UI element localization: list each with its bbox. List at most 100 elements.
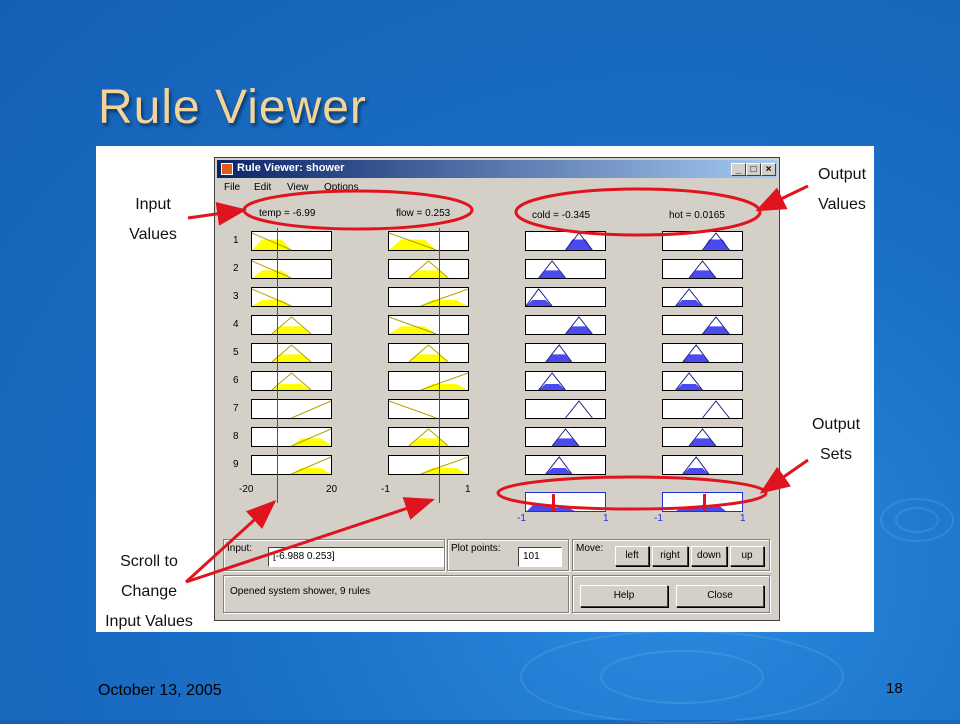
hot-axis-min: -1 (654, 513, 663, 524)
cold-mf-plot (525, 259, 606, 279)
scroll-arrow-flow (185, 497, 435, 584)
callout-line: Scroll to (120, 553, 178, 570)
hot-axis-max: 1 (740, 513, 746, 524)
menu-file[interactable]: File (224, 182, 241, 193)
input-label: Input: (227, 543, 253, 554)
callout-line: Output (817, 166, 867, 183)
slide-date: October 13, 2005 (98, 682, 222, 699)
callout-scroll: Scroll to Change Input Values (96, 547, 202, 637)
cold-mf-plot (525, 455, 606, 475)
temp-value-header: temp = -6.99 (259, 208, 316, 219)
cold-mf-plot (525, 287, 606, 307)
callout-line: Input (135, 196, 171, 213)
temp-mf-plot (251, 427, 332, 447)
rule-plot-area: temp = -6.99 flow = 0.253 cold = -0.345 … (218, 198, 776, 524)
input-vector-field[interactable]: [-6.988 0.253] (268, 547, 444, 567)
menu-edit[interactable]: Edit (254, 182, 272, 193)
menu-options[interactable]: Options (324, 182, 359, 193)
flow-value-header: flow = 0.253 (396, 208, 451, 219)
temp-mf-plot (251, 455, 332, 475)
rule-viewer-window: Rule Viewer: shower _ □ × File Edit View… (214, 157, 780, 621)
cold-axis-max: 1 (603, 513, 609, 524)
slide-title: Rule Viewer (98, 81, 367, 134)
flow-mf-plot (388, 315, 469, 335)
slide-page-number: 18 (886, 680, 903, 697)
flow-mf-plot (388, 427, 469, 447)
temp-input-marker[interactable] (277, 228, 279, 503)
output-values-arrow (755, 184, 809, 212)
temp-mf-plot (251, 231, 332, 251)
flow-mf-plot (388, 399, 469, 419)
hot-value-header: hot = 0.0165 (669, 210, 725, 221)
cold-mf-plot (525, 371, 606, 391)
rule-number: 4 (233, 319, 239, 330)
rule-number: 6 (233, 375, 239, 386)
temp-mf-plot (251, 259, 332, 279)
hot-mf-plot (662, 259, 743, 279)
minimize-button[interactable]: _ (731, 163, 746, 176)
move-label: Move: (576, 543, 604, 554)
ripple-decoration (895, 507, 939, 533)
menu-bar: File Edit View Options (217, 180, 777, 196)
move-right-button[interactable]: right (652, 546, 688, 566)
flow-mf-plot (388, 287, 469, 307)
window-title: Rule Viewer: shower (237, 162, 345, 174)
plot-points-panel: Plot points: 101 (447, 539, 569, 571)
temp-mf-plot (251, 343, 332, 363)
temp-axis-max: 20 (326, 484, 338, 495)
input-values-arrow (187, 201, 247, 226)
callout-output-sets: Output Sets (802, 410, 870, 470)
maximize-button[interactable]: □ (746, 163, 761, 176)
menu-view[interactable]: View (287, 182, 309, 193)
callout-line: Values (818, 196, 866, 213)
temp-mf-plot (251, 399, 332, 419)
move-left-button[interactable]: left (615, 546, 649, 566)
status-message: Opened system shower, 9 rules (230, 586, 371, 597)
output-sets-highlight (496, 475, 768, 511)
output-sets-arrow (759, 458, 809, 494)
hot-mf-plot (662, 315, 743, 335)
status-panel: Opened system shower, 9 rules (223, 575, 569, 613)
close-button[interactable]: Close (676, 585, 764, 607)
matlab-app-icon (221, 163, 233, 175)
plot-points-label: Plot points: (451, 543, 501, 554)
flow-axis-min: -1 (381, 484, 390, 495)
ripple-decoration (600, 650, 764, 704)
flow-input-marker[interactable] (438, 228, 440, 503)
move-down-button[interactable]: down (691, 546, 727, 566)
hot-mf-plot (662, 455, 743, 475)
callout-line: Values (129, 226, 177, 243)
close-window-button[interactable]: × (761, 163, 776, 176)
output-values-highlight (514, 187, 762, 237)
rule-number: 7 (233, 403, 239, 414)
callout-line: Sets (819, 446, 852, 463)
hot-mf-plot (662, 427, 743, 447)
temp-axis-min: -20 (239, 484, 254, 495)
hot-mf-plot (662, 399, 743, 419)
input-values-highlight (242, 189, 474, 231)
cold-mf-plot (525, 315, 606, 335)
callout-line: Output (811, 416, 861, 433)
rule-number: 2 (233, 263, 239, 274)
temp-mf-plot (251, 287, 332, 307)
move-panel: Move: left right down up (572, 539, 770, 571)
plot-points-field[interactable]: 101 (518, 547, 562, 567)
flow-mf-plot (388, 455, 469, 475)
cold-axis-min: -1 (517, 513, 526, 524)
flow-mf-plot (388, 371, 469, 391)
move-up-button[interactable]: up (730, 546, 764, 566)
cold-mf-plot (525, 427, 606, 447)
flow-mf-plot (388, 231, 469, 251)
callout-line: Change (120, 583, 178, 600)
hot-mf-plot (662, 287, 743, 307)
flow-mf-plot (388, 259, 469, 279)
callout-input-values: Input Values (118, 190, 188, 250)
rule-number: 3 (233, 291, 239, 302)
hot-mf-plot (662, 371, 743, 391)
window-titlebar[interactable]: Rule Viewer: shower _ □ × (217, 160, 777, 178)
input-panel: Input: [-6.988 0.253] (223, 539, 445, 571)
rule-number: 8 (233, 431, 239, 442)
help-button[interactable]: Help (580, 585, 668, 607)
flow-mf-plot (388, 343, 469, 363)
